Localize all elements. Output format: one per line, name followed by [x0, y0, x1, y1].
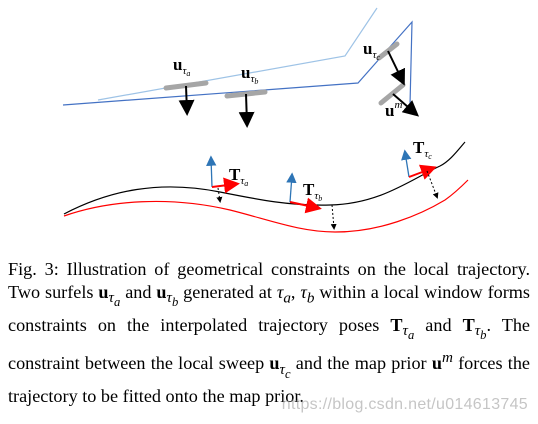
- pose-b-x-axis: [289, 197, 322, 214]
- label-T-tau-a: Tτa: [229, 165, 248, 188]
- local-sweep-line: [97, 7, 378, 101]
- normal-a-arrow: [178, 85, 195, 116]
- constraint-c-dashed-arrow: [426, 170, 439, 199]
- label-u-tau-a: uτa: [173, 55, 190, 78]
- normal-m-arrow: [392, 93, 420, 117]
- constraint-a-dashed-arrow: [216, 187, 223, 203]
- pose-a-x-axis: [211, 177, 240, 194]
- figure-illustration: uτa uτb uτc um Tτa Tτb Tτc: [62, 7, 469, 233]
- label-u-tau-b: uτb: [241, 63, 258, 86]
- surfel-m: [378, 82, 406, 106]
- label-u-m: um: [385, 99, 402, 120]
- surfel-a: [163, 80, 209, 91]
- normal-c-arrow: [387, 50, 405, 86]
- figure-caption: Fig. 3: Illustration of geometrical cons…: [8, 259, 531, 407]
- normal-b-arrow: [238, 93, 255, 128]
- label-T-tau-c: Tτc: [413, 138, 432, 161]
- fitted-curve: [63, 179, 469, 233]
- pose-c-y-axis: [401, 149, 412, 178]
- pose-a-y-axis: [206, 155, 217, 188]
- pose-b-y-axis: [286, 172, 297, 203]
- label-u-tau-c: uτc: [363, 39, 380, 62]
- watermark: https://blog.csdn.net/u014613745: [281, 396, 528, 413]
- constraint-b-dashed-arrow: [330, 204, 337, 230]
- pose-c-x-axis: [408, 164, 437, 180]
- label-T-tau-b: Tτb: [303, 180, 322, 203]
